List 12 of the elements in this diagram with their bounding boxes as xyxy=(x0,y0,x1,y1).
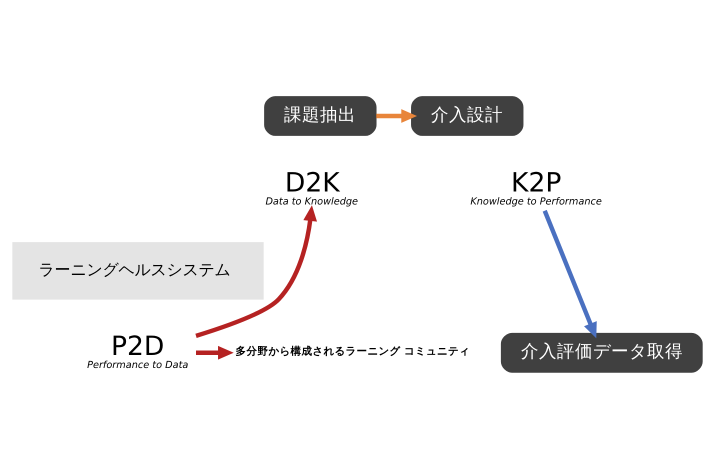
node-box: 介入評価データ取得 xyxy=(500,332,703,372)
arrow xyxy=(376,108,417,122)
arrow xyxy=(196,345,234,360)
node-text: P2D Performance to Data xyxy=(87,330,188,371)
node-text: 多分野から構成されるラーニング コミュニティ xyxy=(235,344,470,358)
arrow xyxy=(195,204,318,338)
node-box: ラーニングヘルスシステム xyxy=(12,242,264,300)
node-box: 課題抽出 xyxy=(264,96,377,136)
node-box: 介入設計 xyxy=(411,96,524,136)
arrow xyxy=(542,209,597,338)
node-text: D2K Data to Knowledge xyxy=(265,166,358,207)
node-text: K2P Knowledge to Performance xyxy=(470,166,602,207)
